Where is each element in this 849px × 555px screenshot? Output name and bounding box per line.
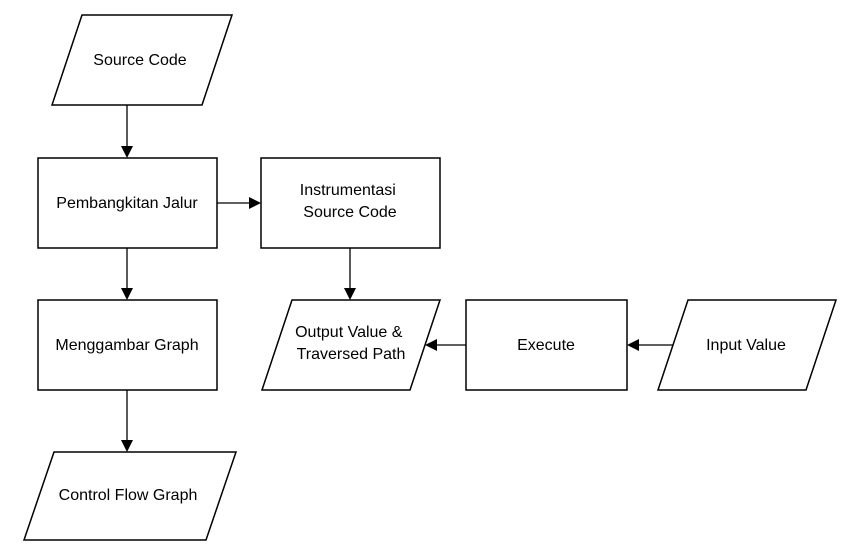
svg-text:Control Flow Graph: Control Flow Graph [59, 487, 198, 504]
arrow-menggambar-to-cfg-head [121, 440, 133, 452]
node-pembangkitan-jalur[interactable]: Pembangkitan Jalur [37, 157, 218, 249]
arrow-instrumentasi-to-output [344, 248, 356, 300]
output-value-label-line-1: Output Value & [295, 324, 403, 341]
node-input-value[interactable]: Input Value [656, 299, 838, 391]
svg-text:Source Code: Source Code [93, 52, 186, 69]
pembangkitan-jalur-label-line-1: Pembangkitan Jalur [56, 195, 198, 212]
arrow-execute-to-output-head [425, 339, 437, 351]
node-menggambar-graph[interactable]: Menggambar Graph [37, 299, 218, 391]
execute-label-line-1: Execute [517, 337, 575, 354]
svg-text:Output Value & Traversed: Output Value & Traversed Path [295, 324, 407, 363]
node-instrumentasi-source-code[interactable]: Instrumentasi Source Code [260, 157, 441, 249]
arrow-pembangkitan-to-menggambar-head [121, 288, 133, 300]
input-value-parallelogram [656, 299, 838, 391]
svg-text:Input Value: Input Value [706, 337, 786, 354]
svg-text:Pembangkitan Jalur: Pembangkitan Jalur [56, 195, 198, 212]
svg-text:Execute: Execute [517, 337, 575, 354]
execute-box [465, 299, 628, 391]
arrow-execute-to-output [425, 339, 466, 351]
arrow-source-to-pembangkitan-head [121, 146, 133, 158]
arrow-pembangkitan-to-instrumentasi-head [249, 197, 261, 209]
arrow-menggambar-to-cfg [121, 390, 133, 452]
arrow-pembangkitan-to-instrumentasi [217, 197, 261, 209]
output-value-label-line-2: Traversed Path [297, 346, 406, 363]
node-source-code[interactable]: Source Code [50, 14, 234, 106]
input-value-label-line-1: Input Value [706, 337, 786, 354]
source-code-parallelogram [50, 14, 234, 106]
source-code-label-line-1: Source Code [93, 52, 186, 69]
arrow-pembangkitan-to-menggambar [121, 248, 133, 300]
node-output-value[interactable]: Output Value & Traversed Path [260, 299, 442, 391]
svg-text:Menggambar Graph: Menggambar Graph [55, 337, 198, 354]
arrow-input-to-execute-head [627, 339, 639, 351]
node-control-flow-graph[interactable]: Control Flow Graph [22, 451, 238, 541]
svg-text:Instrumentasi Source Cod: Instrumentasi Source Code [300, 182, 401, 221]
control-flow-graph-label-line-1: Control Flow Graph [59, 487, 198, 504]
control-flow-graph-parallelogram [22, 451, 238, 541]
menggambar-graph-label-line-1: Menggambar Graph [55, 337, 198, 354]
instrumentasi-label-line-2: Source Code [303, 204, 396, 221]
menggambar-graph-box [37, 299, 218, 391]
node-execute[interactable]: Execute [465, 299, 628, 391]
pembangkitan-jalur-box [37, 157, 218, 249]
instrumentasi-label-line-1: Instrumentasi [300, 182, 396, 199]
instrumentasi-box [260, 157, 441, 249]
arrow-input-to-execute [627, 339, 673, 351]
arrow-source-to-pembangkitan [121, 105, 133, 158]
output-value-parallelogram [260, 299, 442, 391]
arrow-instrumentasi-to-output-head [344, 288, 356, 300]
